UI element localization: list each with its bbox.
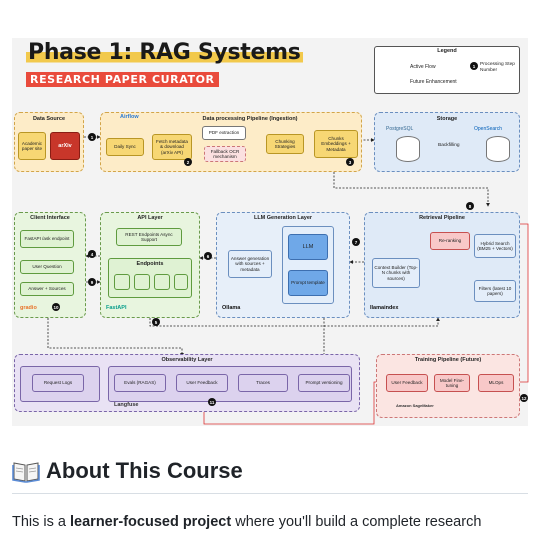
- fallback-ocr-node: Fallback OCR mechanism: [204, 146, 246, 162]
- legend-step-badge: 1: [470, 62, 478, 70]
- opensearch-db-icon: [486, 136, 510, 162]
- retrieval-title: Retrieval Pipeline: [419, 215, 465, 221]
- academic-site-node: Academic paper site: [18, 132, 46, 160]
- mlops-node: MLOps: [478, 374, 514, 392]
- step-badge-9: 9: [88, 278, 96, 286]
- reranking-node: Re-ranking: [430, 232, 470, 250]
- api-title: API Layer: [137, 215, 163, 221]
- fastapi-logo: FastAPI: [106, 305, 127, 311]
- evals-node: Evals (RAGAS): [114, 374, 166, 392]
- endpoint-slot-3: [154, 274, 170, 290]
- endpoint-slot-2: [134, 274, 150, 290]
- gradio-logo: gradio: [20, 305, 37, 311]
- step-badge-8: 8: [466, 202, 474, 210]
- answer-generation-node: Answer generation with sources + metadat…: [228, 250, 272, 278]
- legend-panel: [374, 46, 520, 94]
- step-badge-2: 2: [184, 158, 192, 166]
- legend-future: Future Enhancement: [410, 79, 457, 85]
- ollama-logo: Ollama: [222, 305, 241, 311]
- open-book-icon: [12, 462, 40, 483]
- training-title: Training Pipeline (Future): [414, 357, 482, 363]
- about-bold: learner-focused project: [70, 514, 232, 530]
- client-title: Client Interface: [30, 215, 70, 221]
- context-builder-node: Context Builder (Top-N chunks with sourc…: [372, 258, 420, 288]
- postgres-label: PostgreSQL: [386, 126, 414, 132]
- opensearch-label: OpenSearch: [474, 126, 503, 132]
- diagram-title: Phase 1: RAG Systems: [26, 40, 303, 65]
- traces-node: Traces: [238, 374, 288, 392]
- chunks-embeddings-node: Chunks Embeddings + Metadata: [314, 130, 358, 158]
- arxiv-node: arXiv: [50, 132, 80, 160]
- legend-active-flow: Active Flow: [410, 64, 436, 70]
- user-feedback-obs-node: User Feedback: [176, 374, 228, 392]
- diagram-subtitle: RESEARCH PAPER CURATOR: [26, 72, 219, 87]
- postgres-db-icon: [396, 136, 420, 162]
- storage-title: Storage: [436, 116, 458, 122]
- step-badge-5: 5: [152, 318, 160, 326]
- pdf-extraction-node: PDF extraction: [202, 126, 246, 140]
- about-heading: About This Course: [46, 458, 243, 483]
- filters-node: Filters (latest 10 papers): [474, 280, 516, 302]
- rest-endpoints-node: REST Endpoints Async Support: [116, 228, 182, 246]
- endpoint-slot-4: [174, 274, 188, 290]
- hybrid-search-node: Hybrid Search (BM25 + Vectors): [474, 234, 516, 258]
- fastapi-ask-node: FastAPI /ask endpoint: [20, 230, 74, 248]
- langfuse-logo: Langfuse: [114, 402, 139, 408]
- model-finetuning-node: Model Fine-tuning: [434, 374, 470, 392]
- legend-step: Processing Step Number: [480, 62, 515, 73]
- llamaindex-logo: llamaindex: [370, 305, 399, 311]
- pipeline-title: Data processing Pipeline (Ingestion): [202, 116, 298, 122]
- step-badge-6: 6: [204, 252, 212, 260]
- prompt-versioning-node: Prompt versioning: [298, 374, 350, 392]
- backfilling-label: Backfilling: [438, 143, 460, 148]
- observability-title: Observability Layer: [161, 357, 213, 363]
- request-logs-node: Request Logs: [32, 374, 84, 392]
- llm-node: LLM: [288, 234, 328, 260]
- answer-sources-node: Answer + Sources: [20, 282, 74, 296]
- prompt-template-node: Prompt template: [288, 270, 328, 296]
- step-badge-11: 11: [208, 398, 216, 406]
- step-badge-3: 3: [346, 158, 354, 166]
- about-paragraph: This is a learner-focused project where …: [12, 514, 481, 530]
- training-feedback-node: User Feedback: [386, 374, 428, 392]
- step-badge-12: 12: [520, 394, 528, 402]
- fetch-node: Fetch metadata & download (arXiv API): [152, 134, 192, 160]
- step-badge-7: 7: [352, 238, 360, 246]
- step-badge-10: 10: [52, 303, 60, 311]
- chunking-node: Chunking Strategies: [266, 134, 304, 154]
- step-badge-4: 4: [88, 250, 96, 258]
- step-badge-1: 1: [88, 133, 96, 141]
- legend-title: Legend: [437, 48, 457, 54]
- endpoint-slot-1: [114, 274, 130, 290]
- llm-title: LLM Generation Layer: [253, 215, 313, 221]
- daily-sync-node: Daily Sync: [106, 138, 144, 156]
- data-source-title: Data Source: [32, 116, 66, 122]
- about-lead: This is a: [12, 514, 71, 530]
- sagemaker-logo: Amazon SageMaker: [396, 403, 434, 408]
- about-rest: where you'll build a complete research: [231, 514, 482, 530]
- heading-divider: [12, 493, 528, 494]
- user-question-node: User Question: [20, 260, 74, 274]
- endpoints-label: Endpoints: [136, 261, 164, 267]
- airflow-logo: Airflow: [120, 114, 139, 120]
